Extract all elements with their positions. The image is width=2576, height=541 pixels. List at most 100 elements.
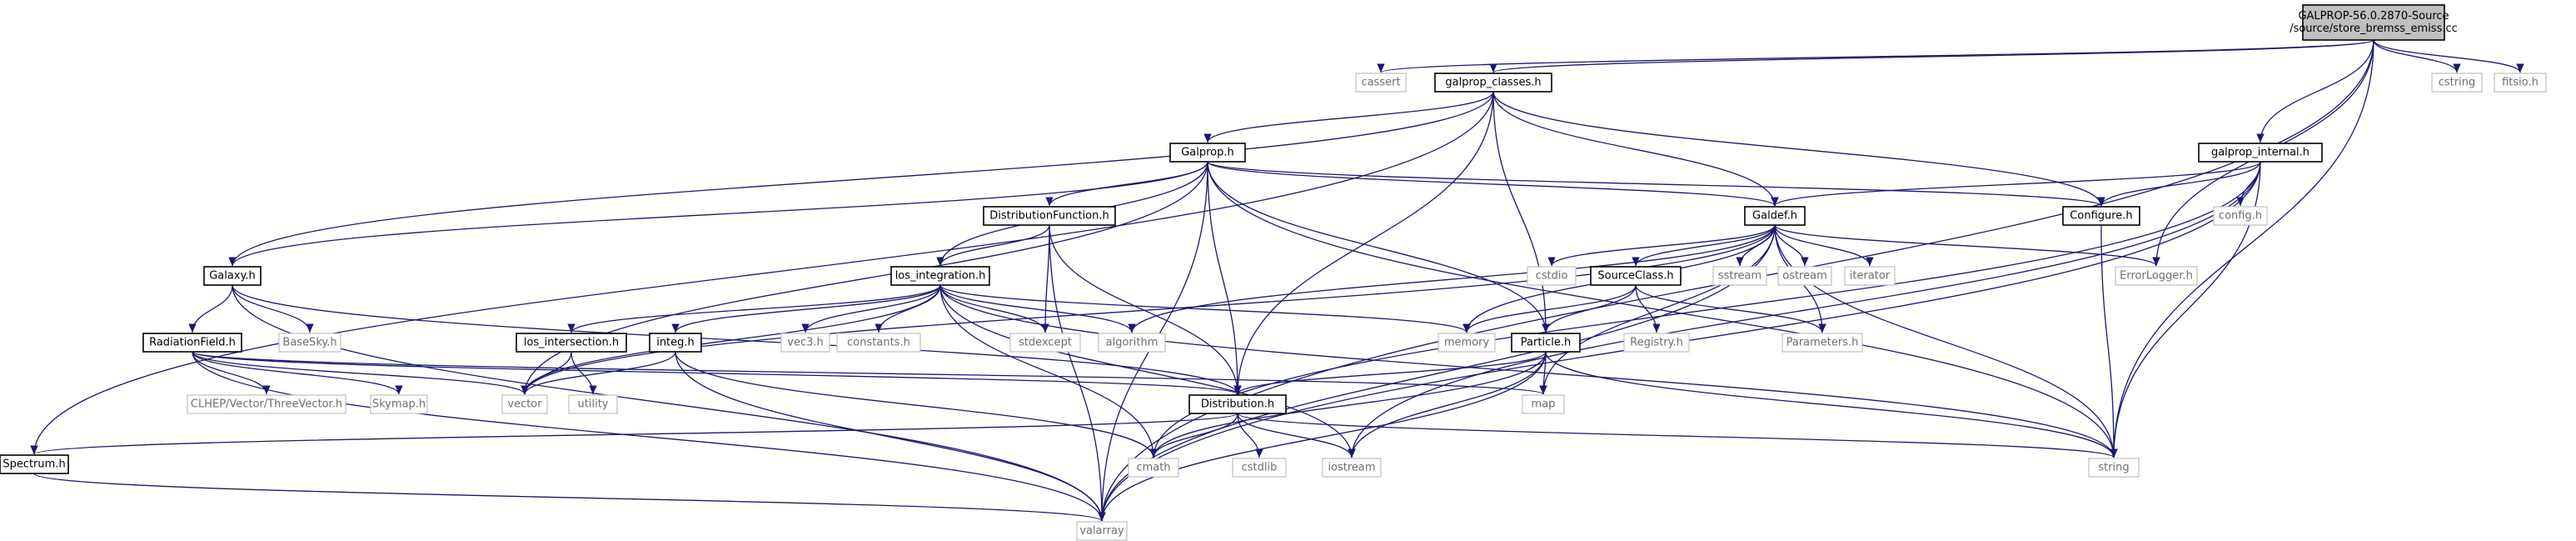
edge-Galdef-to-SourceClass bbox=[1632, 224, 1776, 267]
node-los_integration-box bbox=[890, 266, 990, 286]
edge-los_integration-to-iostream bbox=[939, 284, 1356, 458]
edge-Galprop-to-Galaxy bbox=[228, 161, 1208, 267]
edge-DistributionFunction-to-los_integration bbox=[936, 224, 1050, 267]
node-RadiationField-box bbox=[142, 333, 242, 353]
node-integ[interactable]: integ.h bbox=[649, 333, 702, 353]
edge-galprop_classes-to-Distribution bbox=[1233, 91, 1494, 395]
node-constants: constants.h bbox=[836, 333, 921, 353]
node-Distribution[interactable]: Distribution.h bbox=[1188, 394, 1287, 414]
node-Registry: Registry.h bbox=[1623, 333, 1690, 353]
edge-Galprop-to-Galdef bbox=[1207, 161, 1779, 207]
node-sstream-label: sstream bbox=[1718, 270, 1761, 283]
node-fitsio: fitsio.h bbox=[2494, 73, 2547, 93]
node-iostream: iostream bbox=[1322, 458, 1382, 478]
node-Configure[interactable]: Configure.h bbox=[2062, 206, 2140, 226]
node-config: config.h bbox=[2213, 206, 2268, 226]
node-utility: utility bbox=[568, 394, 618, 414]
node-Galaxy-box bbox=[203, 266, 262, 286]
node-Particle[interactable]: Particle.h bbox=[1511, 333, 1581, 353]
node-los_integration[interactable]: los_integration.h bbox=[890, 266, 990, 286]
node-layer: GALPROP-56.0.2870-Source/source/store_br… bbox=[0, 4, 2547, 541]
node-cassert: cassert bbox=[1355, 73, 1407, 93]
node-constants-box bbox=[836, 333, 921, 353]
node-los_integration-label: los_integration.h bbox=[895, 270, 986, 283]
node-Galprop[interactable]: Galprop.h bbox=[1169, 143, 1246, 163]
node-RadiationField-label: RadiationField.h bbox=[149, 337, 236, 349]
edge-Distribution-to-Spectrum bbox=[30, 413, 1238, 455]
node-BaseSky: BaseSky.h bbox=[278, 333, 341, 353]
node-DistributionFunction[interactable]: DistributionFunction.h bbox=[983, 206, 1116, 226]
node-algorithm: algorithm bbox=[1098, 333, 1166, 353]
node-ThreeVector: CLHEP/Vector/ThreeVector.h bbox=[187, 394, 346, 414]
edge-RadiationField-to-ThreeVector bbox=[192, 351, 271, 395]
node-memory-box bbox=[1437, 333, 1496, 353]
edge-galprop_classes-to-Galdef bbox=[1492, 91, 1779, 207]
node-RadiationField[interactable]: RadiationField.h bbox=[142, 333, 242, 353]
node-string-label: string bbox=[2098, 462, 2129, 474]
edge-RadiationField-to-vector bbox=[192, 351, 529, 395]
node-cstring-label: cstring bbox=[2439, 77, 2475, 89]
node-DistributionFunction-box bbox=[983, 206, 1116, 226]
edge-RadiationField-to-map bbox=[192, 351, 1547, 395]
node-constants-label: constants.h bbox=[847, 337, 910, 349]
node-Spectrum[interactable]: Spectrum.h bbox=[0, 454, 69, 474]
edge-RadiationField-to-valarray bbox=[192, 351, 1106, 522]
node-Parameters: Parameters.h bbox=[1781, 333, 1863, 353]
edge-Particle-to-iostream bbox=[1348, 351, 1547, 458]
node-cassert-label: cassert bbox=[1361, 77, 1400, 89]
edge-Galdef-to-cstdio bbox=[1547, 224, 1776, 267]
node-Skymap-label: Skymap.h bbox=[372, 398, 426, 411]
node-root-box bbox=[2302, 4, 2445, 41]
node-SourceClass-box bbox=[1590, 266, 1682, 286]
node-cstdlib-label: cstdlib bbox=[1242, 462, 1278, 474]
edge-integ-to-cmath bbox=[675, 351, 1158, 458]
node-algorithm-box bbox=[1098, 333, 1166, 353]
edge-Galprop-to-string bbox=[1207, 161, 2118, 458]
edge-root-to-galprop_classes bbox=[1489, 39, 2374, 73]
node-root[interactable]: GALPROP-56.0.2870-Source/source/store_br… bbox=[2290, 4, 2458, 41]
edge-SourceClass-to-Particle bbox=[1542, 284, 1637, 333]
node-iostream-box bbox=[1322, 458, 1382, 478]
node-Galdef[interactable]: Galdef.h bbox=[1744, 206, 1806, 226]
node-valarray-box bbox=[1076, 521, 1128, 541]
node-ostream: ostream bbox=[1777, 266, 1832, 286]
node-iterator-label: iterator bbox=[1850, 270, 1891, 283]
node-BaseSky-box bbox=[278, 333, 341, 353]
node-string: string bbox=[2088, 458, 2140, 478]
node-galprop_internal-label: galprop_internal.h bbox=[2211, 147, 2309, 159]
node-vector: vector bbox=[501, 394, 548, 414]
node-map-label: map bbox=[1532, 398, 1556, 411]
node-memory: memory bbox=[1437, 333, 1496, 353]
edge-Galdef-to-map bbox=[1539, 224, 1776, 395]
node-Galaxy[interactable]: Galaxy.h bbox=[203, 266, 262, 286]
node-iostream-label: iostream bbox=[1328, 462, 1375, 474]
node-root-label: GALPROP-56.0.2870-Source bbox=[2298, 10, 2449, 23]
node-integ-box bbox=[649, 333, 702, 353]
node-los_intersection[interactable]: los_intersection.h bbox=[516, 333, 627, 353]
edge-galprop_internal-to-Galdef bbox=[1771, 161, 2261, 207]
node-vec3-box bbox=[780, 333, 830, 353]
node-map: map bbox=[1522, 394, 1565, 414]
node-root-label: /source/store_bremss_emiss.cc bbox=[2290, 23, 2458, 35]
node-cstdio: cstdio bbox=[1527, 266, 1577, 286]
node-cstring-box bbox=[2431, 73, 2483, 93]
node-cmath: cmath bbox=[1128, 458, 1179, 478]
node-stdexcept-label: stdexcept bbox=[1019, 337, 1072, 349]
edge-RadiationField-to-Skymap bbox=[192, 351, 403, 395]
node-ErrorLogger-box bbox=[2115, 266, 2198, 286]
node-galprop_classes[interactable]: galprop_classes.h bbox=[1434, 73, 1552, 93]
node-Galdef-label: Galdef.h bbox=[1752, 210, 1797, 223]
edge-Distribution-to-cmath bbox=[1149, 413, 1238, 458]
edge-Particle-to-cmath bbox=[1149, 351, 1547, 458]
node-utility-label: utility bbox=[578, 398, 609, 411]
edge-Particle-to-string bbox=[1545, 351, 2118, 458]
edge-root-to-galprop_internal bbox=[2256, 39, 2374, 143]
node-SourceClass[interactable]: SourceClass.h bbox=[1590, 266, 1682, 286]
edge-Galdef-to-vector bbox=[521, 224, 1776, 395]
edge-Galdef-to-algorithm bbox=[1128, 224, 1776, 333]
node-galprop_internal[interactable]: galprop_internal.h bbox=[2198, 143, 2323, 163]
node-cstdio-box bbox=[1527, 266, 1577, 286]
node-vector-label: vector bbox=[507, 398, 542, 411]
node-sstream: sstream bbox=[1712, 266, 1767, 286]
edge-Galaxy-to-BaseSky bbox=[232, 284, 314, 333]
